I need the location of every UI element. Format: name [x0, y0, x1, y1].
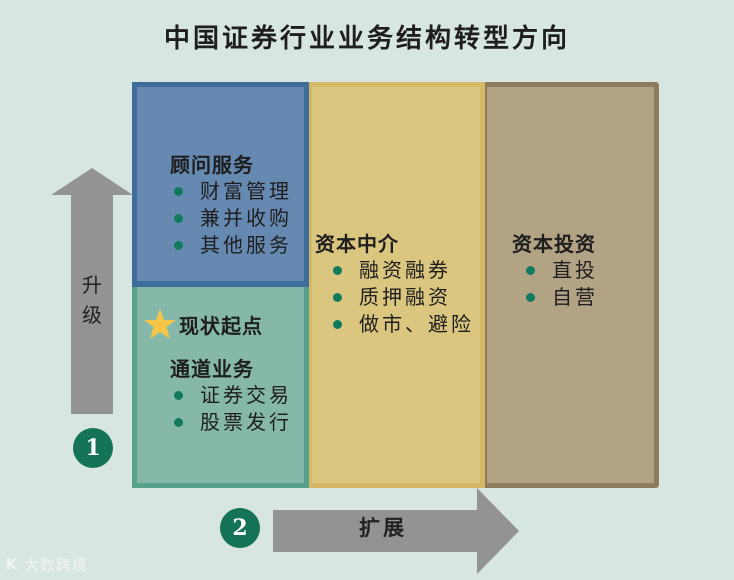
capital-intermediary-box	[307, 82, 485, 488]
upgrade-label: 升 级	[82, 273, 102, 327]
expansion-label: 扩展	[359, 515, 407, 540]
list-item: 做市、避险	[329, 311, 474, 338]
advisory-group: 顾问服务 财富管理 兼并收购 其他服务	[170, 152, 292, 259]
intermediary-heading: 资本中介	[315, 232, 399, 256]
star-icon	[144, 309, 176, 339]
watermark-text: 大数跨境	[23, 556, 88, 574]
bullet-icon	[174, 391, 183, 400]
list-item: 股票发行	[170, 409, 292, 436]
bullet-icon	[526, 293, 535, 302]
watermark-logo-icon: K	[6, 556, 18, 573]
list-item: 其他服务	[170, 232, 292, 259]
list-item: 融资融券	[329, 257, 474, 284]
bullet-icon	[174, 241, 183, 250]
bullet-icon	[333, 293, 342, 302]
list-item: 直投	[522, 257, 598, 284]
step-2-badge: 2	[220, 508, 260, 548]
bullet-icon	[333, 320, 342, 329]
watermark: K 大数跨境	[6, 554, 88, 575]
investment-group: 资本投资 直投 自营	[512, 231, 598, 311]
channel-group: 通道业务 证券交易 股票发行	[170, 356, 292, 436]
list-item: 财富管理	[170, 178, 292, 205]
list-item: 兼并收购	[170, 205, 292, 232]
step-1-badge: 1	[73, 428, 113, 468]
bullet-icon	[174, 214, 183, 223]
diagram-title: 中国证券行业业务结构转型方向	[163, 24, 570, 54]
intermediary-group: 资本中介 融资融券 质押融资 做市、避险	[315, 231, 474, 338]
advisory-heading: 顾问服务	[170, 153, 254, 177]
list-item: 证券交易	[170, 382, 292, 409]
bullet-icon	[526, 266, 535, 275]
current-starting-point-label: 现状起点	[179, 314, 263, 338]
list-item: 质押融资	[329, 284, 474, 311]
bullet-icon	[333, 266, 342, 275]
investment-heading: 资本投资	[512, 232, 596, 256]
list-item: 自营	[522, 284, 598, 311]
bullet-icon	[174, 418, 183, 427]
expansion-arrow-icon	[273, 488, 519, 574]
channel-heading: 通道业务	[170, 357, 254, 381]
advisory-services-box	[132, 82, 309, 287]
bullet-icon	[174, 187, 183, 196]
upgrade-arrow-icon	[51, 168, 133, 414]
